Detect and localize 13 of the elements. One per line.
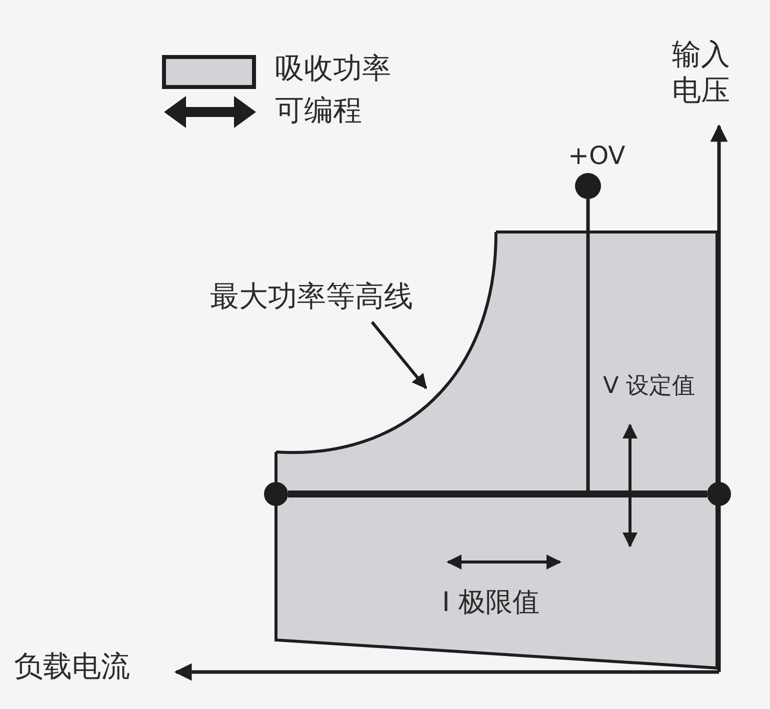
value-label: I 极限值	[442, 587, 540, 618]
curve-label: 最大功率等高线	[210, 280, 413, 314]
line	[288, 490, 707, 498]
leader-arrow	[370, 321, 428, 390]
axis-label: 负载电流	[14, 650, 130, 684]
dot	[264, 482, 288, 506]
value-label: V 设定值	[603, 373, 696, 400]
legend-label: 吸收功率	[275, 52, 391, 86]
dot	[575, 173, 601, 199]
legend-label: 可编程	[275, 94, 362, 128]
dot	[707, 482, 731, 506]
axis-label: 输入电压	[672, 36, 731, 108]
point-label: +OV	[568, 142, 626, 171]
